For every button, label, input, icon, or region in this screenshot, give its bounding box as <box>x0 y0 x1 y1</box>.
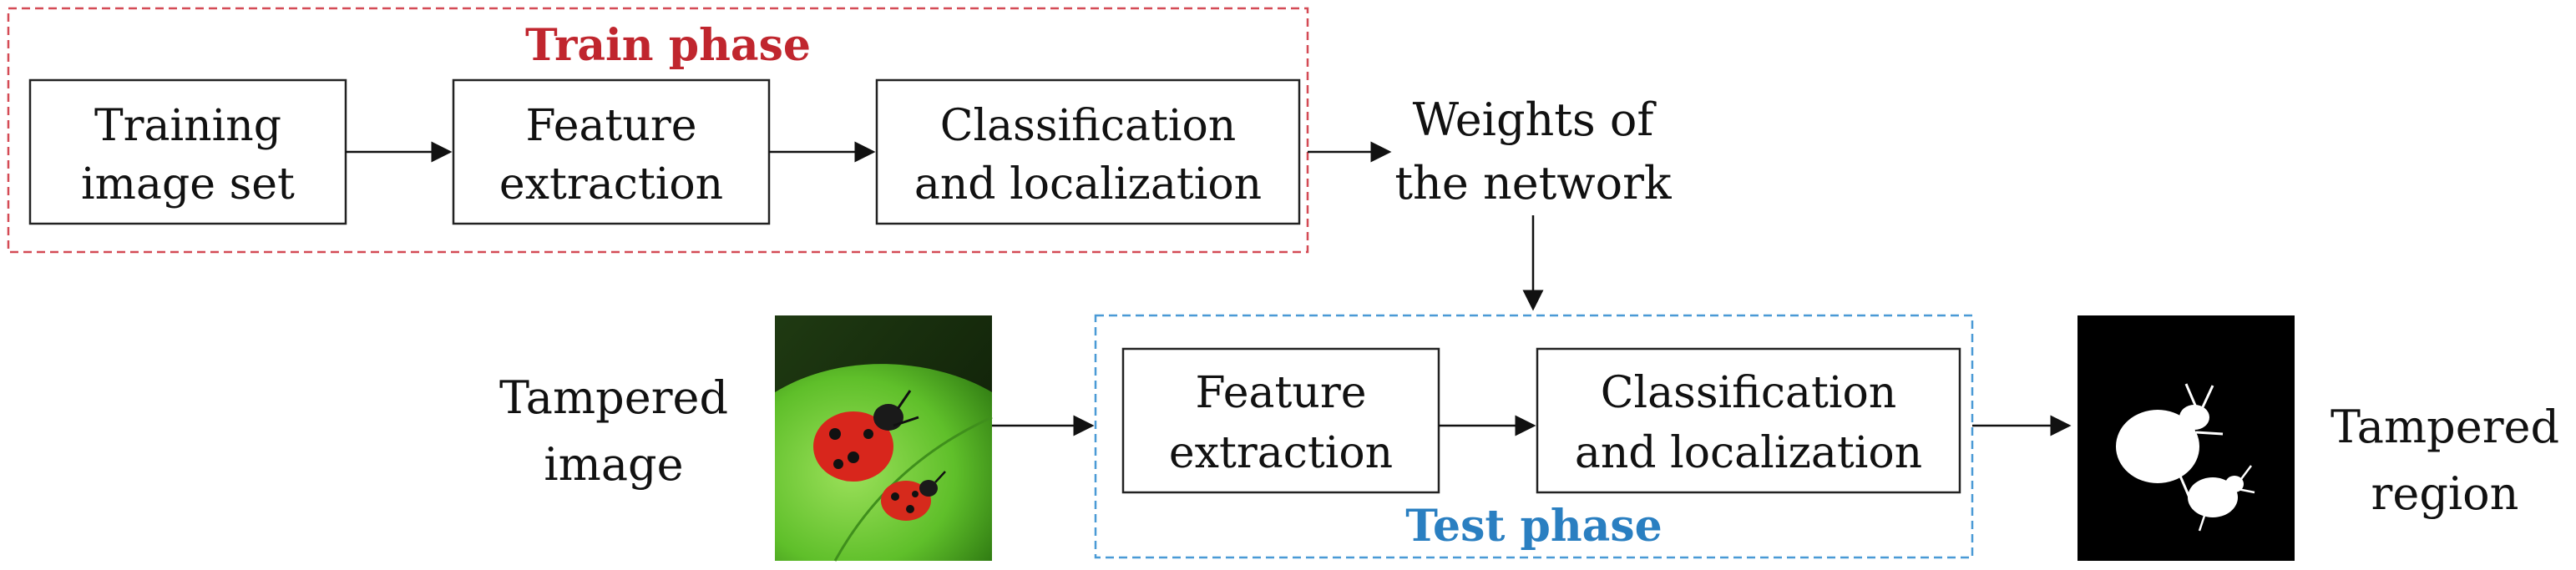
input-label-line1: Tampered <box>499 371 728 424</box>
input-label-line2: image <box>544 438 683 491</box>
train-classification-line1: Classification <box>940 101 1237 151</box>
train-phase-border <box>7 7 1309 254</box>
train-classification-line2: and localization <box>914 159 1262 209</box>
train-phase-title: Train phase <box>525 20 811 71</box>
output-label-line1: Tampered <box>2331 401 2559 453</box>
test-classification-line2: and localization <box>1575 428 1922 478</box>
test-phase-border <box>1094 314 1974 559</box>
train-classification-box: Classification and localization <box>875 78 1301 225</box>
training-image-set-box: Training image set <box>28 78 347 225</box>
test-feature-extraction-line1: Feature <box>1195 368 1366 418</box>
output-label-line2: region <box>2371 467 2519 520</box>
test-classification-box: Classification and localization <box>1536 347 1961 494</box>
test-feature-extraction-line2: extraction <box>1169 428 1393 478</box>
train-feature-extraction-box: Feature extraction <box>452 78 771 225</box>
training-image-set-line1: Training <box>94 101 281 151</box>
test-feature-extraction-box: Feature extraction <box>1121 347 1440 494</box>
train-feature-extraction-line1: Feature <box>525 101 696 151</box>
weights-line2: the network <box>1394 157 1673 209</box>
test-classification-line1: Classification <box>1601 368 1897 418</box>
ladybug-photo <box>775 315 993 562</box>
training-image-set-line2: image set <box>81 159 295 209</box>
tampered-mask <box>2078 315 2295 561</box>
train-feature-extraction-line2: extraction <box>499 159 723 209</box>
weights-line1: Weights of <box>1413 93 1657 146</box>
test-phase-title: Test phase <box>1405 501 1662 552</box>
